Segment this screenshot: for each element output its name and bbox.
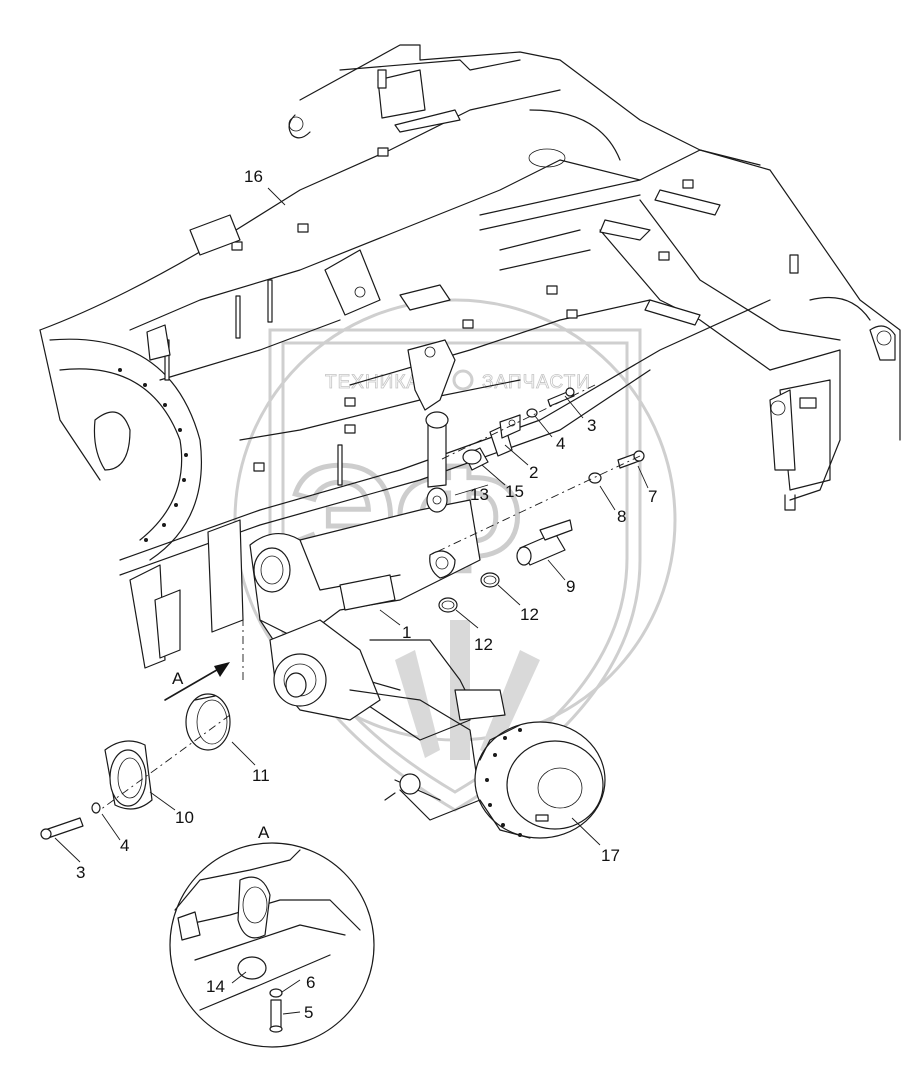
callout-labels: 16 3 4 2 13 15 7 8 9 12 12 1 11 10 4 3 1…: [76, 167, 657, 1022]
view-marker-label: A: [172, 669, 184, 688]
assembly-axes: [99, 384, 641, 811]
callout-4-lower: 4: [120, 836, 129, 855]
callout-13: 13: [470, 485, 489, 504]
callout-12-right: 12: [520, 605, 539, 624]
detail-view-circle: [169, 842, 375, 1048]
watermark-brand-left: ТЕХНИКА: [325, 372, 420, 393]
callout-15: 15: [505, 482, 524, 501]
wheel-hub: [474, 721, 606, 839]
detail-view-label: A: [258, 823, 270, 842]
watermark-brand-right: ЗАПЧАСТИ: [482, 372, 591, 393]
callout-12-left: 12: [474, 635, 493, 654]
hub-bolts: [485, 728, 522, 837]
callout-9: 9: [566, 577, 575, 596]
callout-16: 16: [244, 167, 263, 186]
callout-14: 14: [206, 977, 225, 996]
axle-housing: [269, 619, 506, 821]
callout-17: 17: [601, 846, 620, 865]
callout-3-lower: 3: [76, 863, 85, 882]
callout-1: 1: [402, 623, 411, 642]
callout-10: 10: [175, 808, 194, 827]
callout-4-upper: 4: [556, 434, 565, 453]
detail-view-a: A: [169, 823, 375, 1048]
callout-5: 5: [304, 1003, 313, 1022]
leader-lines: [54, 187, 649, 1015]
frame-assembly: [39, 44, 901, 669]
callout-2: 2: [529, 463, 538, 482]
callout-6: 6: [306, 973, 315, 992]
view-arrow-a: A: [164, 662, 230, 701]
callout-7: 7: [648, 487, 657, 506]
linkage-parts: [40, 339, 645, 840]
callout-11: 11: [252, 766, 270, 785]
gear-icon: [452, 369, 474, 391]
callout-8: 8: [617, 507, 626, 526]
callout-3-upper: 3: [587, 416, 596, 435]
